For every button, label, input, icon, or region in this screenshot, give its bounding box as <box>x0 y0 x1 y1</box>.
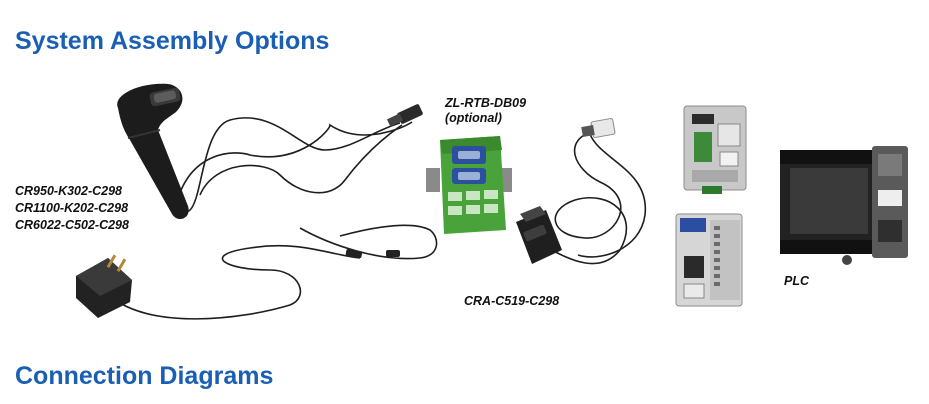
cables <box>109 117 646 320</box>
scanner-model-1: CR950-K302-C298 <box>15 184 123 198</box>
system-assembly-heading: System Assembly Options <box>15 27 330 55</box>
power-cable <box>109 244 361 320</box>
db9-terminal-block-icon <box>426 136 512 234</box>
click-plc-cpu-icon <box>675 213 743 307</box>
power-cable-lower <box>299 224 438 260</box>
click-plc-small-icon <box>683 105 747 194</box>
scanner-model-2: CR1100-K202-C298 <box>15 201 129 215</box>
scanner-model-3: CR6022-C502-C298 <box>15 218 129 232</box>
rj45-plug-icon <box>581 118 616 138</box>
terminal-block-model: ZL-RTB-DB09 <box>445 96 527 110</box>
terminal-block-note: (optional) <box>445 111 502 125</box>
scanner-cable <box>175 117 413 213</box>
power-adapter-icon <box>76 254 132 318</box>
rj45-connector-icon <box>386 104 423 127</box>
barcode-scanner-icon <box>117 83 189 220</box>
terminal-block-label: ZL-RTB-DB09 (optional) <box>445 96 526 126</box>
plc-label: PLC <box>784 274 809 288</box>
cable-plug-icon <box>345 248 400 259</box>
cable-model-label: CRA-C519-C298 <box>464 294 560 308</box>
rj-db9-cable-2 <box>577 133 646 258</box>
connection-diagrams-heading: Connection Diagrams <box>15 362 274 390</box>
plc-unit-icon <box>780 146 908 265</box>
scanner-cable-loop <box>199 124 403 196</box>
db9-cable-connector-icon <box>516 206 562 264</box>
rj-db9-cable <box>547 129 628 265</box>
scanner-model-list: CR950-K302-C298 CR1100-K202-C298 CR6022-… <box>15 183 129 234</box>
